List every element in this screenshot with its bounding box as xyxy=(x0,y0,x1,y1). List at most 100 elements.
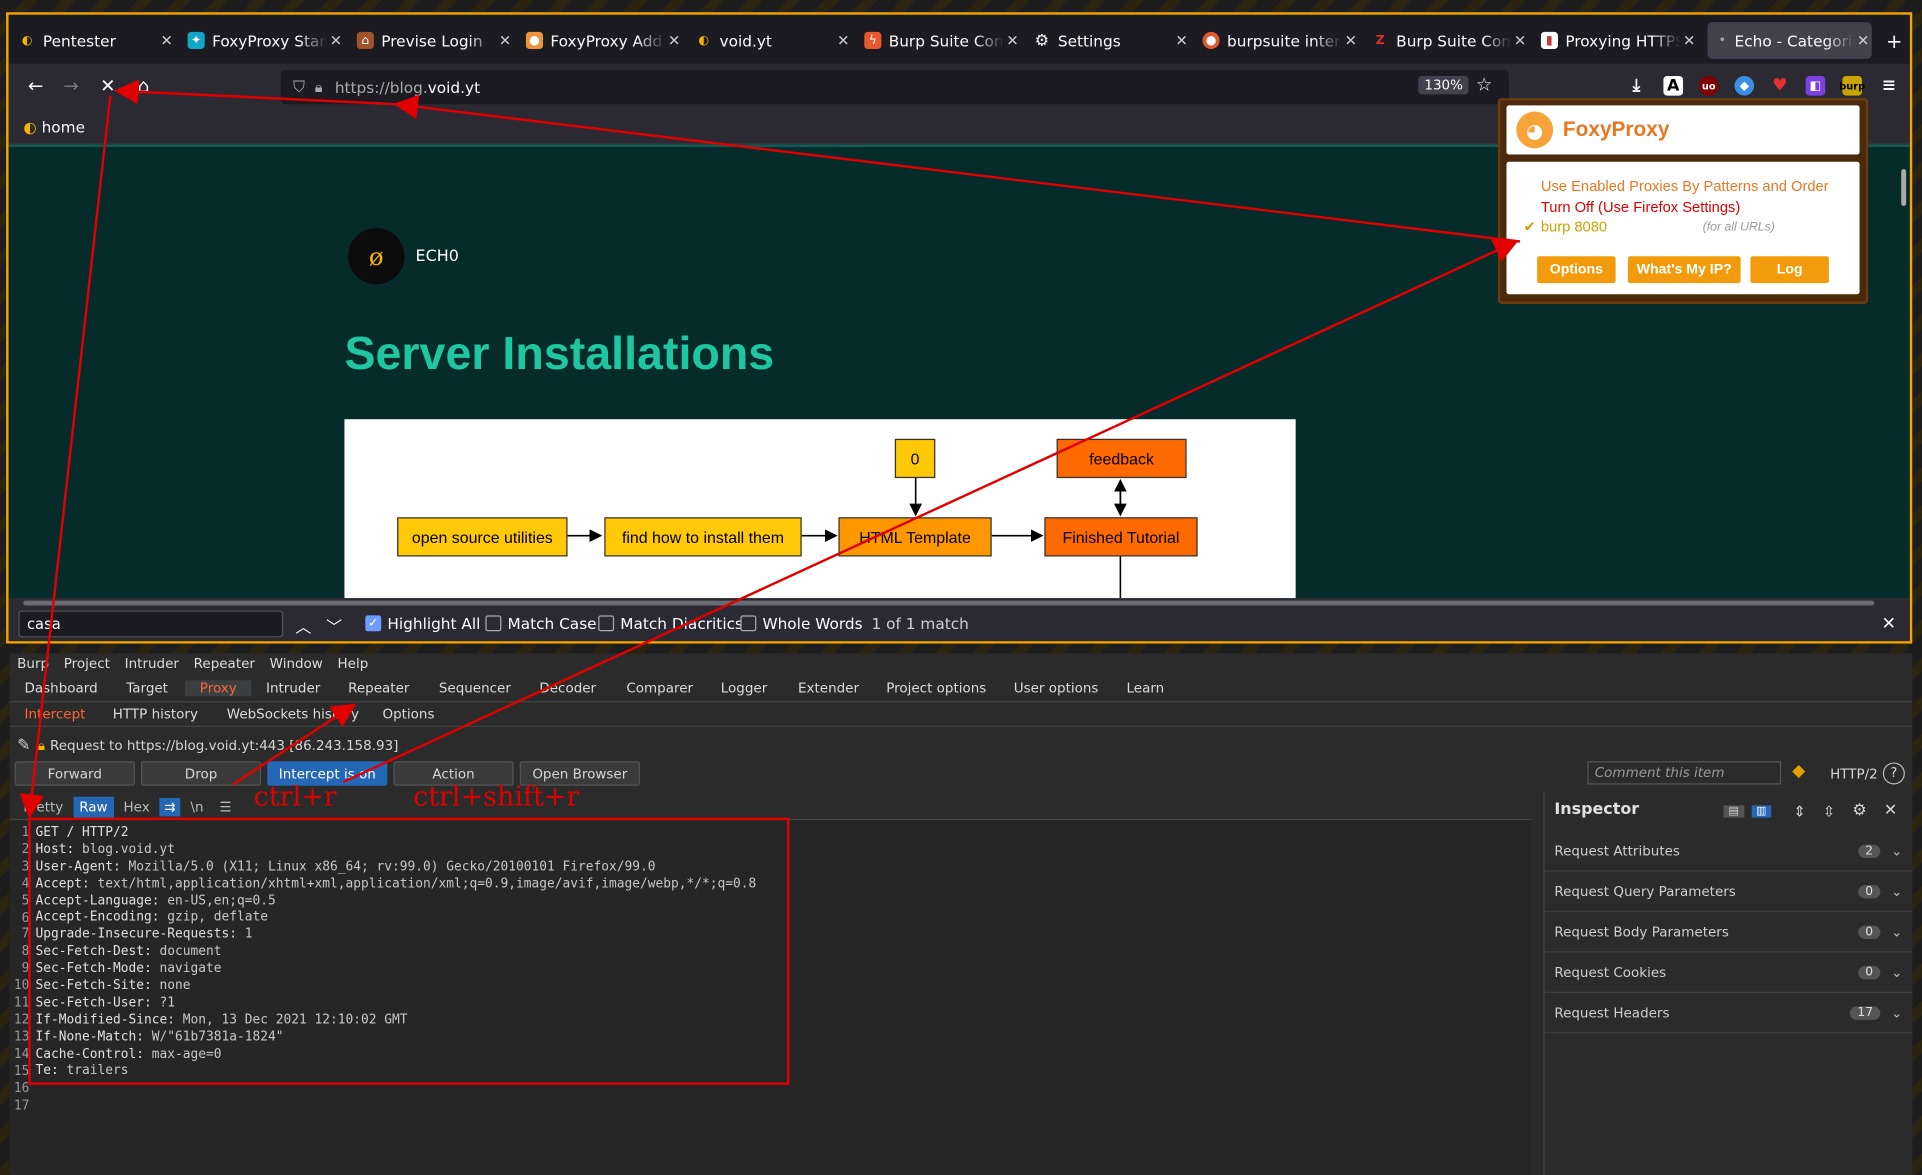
hackbar-icon[interactable]: ◧ xyxy=(1805,75,1826,96)
chevron-down-icon[interactable]: ⌄ xyxy=(1891,1004,1903,1021)
tab-intruder[interactable]: Intruder xyxy=(265,680,321,697)
highlight-all-checkbox[interactable]: ✓Highlight All xyxy=(365,614,480,633)
request-line[interactable]: Sec-Fetch-Site: none xyxy=(36,978,757,995)
mode-turn-off[interactable]: Turn Off (Use Firefox Settings) xyxy=(1540,198,1741,216)
gear-icon[interactable]: ⚙ xyxy=(1852,801,1867,821)
new-tab-button[interactable]: + xyxy=(1886,29,1903,53)
close-icon[interactable]: ✕ xyxy=(1175,31,1188,50)
close-find-icon[interactable]: ✕ xyxy=(1881,614,1896,634)
url-bar[interactable]: ⛉ 🔒︎ https://blog.void.yt xyxy=(280,69,1509,105)
tab-target[interactable]: Target xyxy=(126,680,168,697)
view-raw[interactable]: Raw xyxy=(73,796,114,818)
ublock-icon[interactable]: uo xyxy=(1698,75,1719,96)
collapse-icon[interactable]: ⇳ xyxy=(1822,802,1836,820)
subtab-intercept[interactable]: Intercept xyxy=(24,706,86,722)
tab-comparer[interactable]: Comparer xyxy=(626,680,694,697)
tab-foxyproxy-standard[interactable]: ✦FoxyProxy Standard✕ xyxy=(187,22,345,59)
options-button[interactable]: Options xyxy=(1537,256,1616,284)
back-arrow-icon[interactable]: ← xyxy=(27,74,44,97)
request-line[interactable]: Upgrade-Insecure-Requests: 1 xyxy=(36,927,757,944)
request-line[interactable]: Sec-Fetch-Mode: navigate xyxy=(36,961,757,978)
menu-burp[interactable]: Burp xyxy=(17,655,50,672)
tab-proxy[interactable]: Proxy xyxy=(185,680,252,697)
close-icon[interactable]: ✕ xyxy=(329,31,343,50)
subtab-websockets-history[interactable]: WebSockets history xyxy=(226,706,360,722)
request-line[interactable]: Cache-Control: max-age=0 xyxy=(36,1046,757,1063)
tab-foxyproxy-add[interactable]: ●FoxyProxy Add Proxy✕ xyxy=(525,22,683,59)
list-icon[interactable]: ☰ xyxy=(219,799,232,816)
tab-echo-categories[interactable]: •Echo - Categories✕ xyxy=(1707,22,1872,59)
forward-button[interactable]: Forward xyxy=(14,761,135,786)
vertical-scrollbar-thumb[interactable] xyxy=(1901,169,1907,206)
find-next-icon[interactable]: ﹀ xyxy=(326,619,343,638)
view-hex[interactable]: Hex xyxy=(123,799,150,816)
request-line[interactable] xyxy=(36,1097,757,1114)
request-line[interactable]: Host: blog.void.yt xyxy=(36,842,757,859)
request-line[interactable]: GET / HTTP/2 xyxy=(36,825,757,842)
help-icon[interactable]: ? xyxy=(1882,762,1905,785)
foxyproxy-toolbar-icon[interactable]: burp xyxy=(1839,75,1865,96)
close-icon[interactable]: ✕ xyxy=(1006,31,1019,50)
request-line[interactable]: Sec-Fetch-User: ?1 xyxy=(36,995,757,1012)
close-icon[interactable]: ✕ xyxy=(1513,31,1527,50)
tab-previse-login[interactable]: ⌂Previse Login✕ xyxy=(356,22,514,59)
close-icon[interactable]: ✕ xyxy=(668,31,681,50)
drop-button[interactable]: Drop xyxy=(140,761,262,786)
forward-arrow-icon[interactable]: → xyxy=(63,74,79,97)
tab-extender[interactable]: Extender xyxy=(797,680,860,697)
request-line[interactable]: Accept: text/html,application/xhtml+xml,… xyxy=(36,876,757,893)
font-a-icon[interactable]: A xyxy=(1663,75,1684,96)
comment-input[interactable]: Comment this item xyxy=(1587,761,1782,785)
menu-help[interactable]: Help xyxy=(337,655,369,672)
subtab-options[interactable]: Options xyxy=(382,706,435,722)
site-logo-icon[interactable]: ø xyxy=(348,227,405,285)
chevron-down-icon[interactable]: ⌄ xyxy=(1891,842,1903,859)
site-name[interactable]: ECH0 xyxy=(415,247,459,266)
scrollbar-thumb[interactable] xyxy=(23,600,1875,606)
proxy-burp[interactable]: burp 8080 xyxy=(1540,218,1608,236)
find-input[interactable]: casa xyxy=(18,610,284,638)
chevron-down-icon[interactable]: ⌄ xyxy=(1891,883,1903,900)
close-icon[interactable]: ✕ xyxy=(837,31,850,50)
tab-settings[interactable]: ⚙Settings✕ xyxy=(1033,22,1190,59)
tab-sequencer[interactable]: Sequencer xyxy=(438,680,511,697)
request-line[interactable]: Accept-Encoding: gzip, deflate xyxy=(36,910,757,927)
request-line[interactable]: Te: trailers xyxy=(36,1063,757,1080)
match-case-checkbox[interactable]: Match Case xyxy=(485,614,597,633)
menu-icon[interactable]: ≡ xyxy=(1881,75,1897,96)
home-icon[interactable]: ⌂ xyxy=(137,74,150,97)
log-button[interactable]: Log xyxy=(1750,256,1829,284)
tab-dashboard[interactable]: Dashboard xyxy=(24,680,98,697)
menu-window[interactable]: Window xyxy=(269,655,323,672)
request-line[interactable] xyxy=(36,1080,757,1097)
tab-learn[interactable]: Learn xyxy=(1126,680,1165,697)
pencil-icon[interactable]: ✎ xyxy=(17,736,31,756)
find-previous-icon[interactable]: ︿ xyxy=(295,619,312,638)
close-icon[interactable]: ✕ xyxy=(1883,801,1898,821)
close-icon[interactable]: ✕ xyxy=(160,31,173,50)
request-line[interactable]: Accept-Language: en-US,en;q=0.5 xyxy=(36,893,757,910)
newline-icon[interactable]: \n xyxy=(190,799,204,816)
match-diacritics-checkbox[interactable]: Match Diacritics xyxy=(598,614,743,633)
subtab-http-history[interactable]: HTTP history xyxy=(112,706,198,722)
menu-repeater[interactable]: Repeater xyxy=(193,655,255,672)
menu-project[interactable]: Project xyxy=(63,655,110,672)
whats-my-ip-button[interactable]: What's My IP? xyxy=(1627,256,1741,284)
close-icon[interactable]: ✕ xyxy=(1682,31,1696,50)
request-line[interactable]: User-Agent: Mozilla/5.0 (X11; Linux x86_… xyxy=(36,859,757,876)
tab-user-options[interactable]: User options xyxy=(1013,680,1099,697)
whole-words-checkbox[interactable]: Whole Words xyxy=(740,614,863,633)
pin-icon[interactable]: ♥ xyxy=(1772,75,1788,96)
request-line[interactable]: If-Modified-Since: Mon, 13 Dec 2021 12:1… xyxy=(36,1012,757,1029)
wrap-icon[interactable]: ⇉ xyxy=(159,797,181,817)
horizontal-scrollbar[interactable] xyxy=(8,598,1910,607)
wappalyzer-icon[interactable]: ◆ xyxy=(1734,75,1755,96)
tab-logger[interactable]: Logger xyxy=(720,680,768,697)
